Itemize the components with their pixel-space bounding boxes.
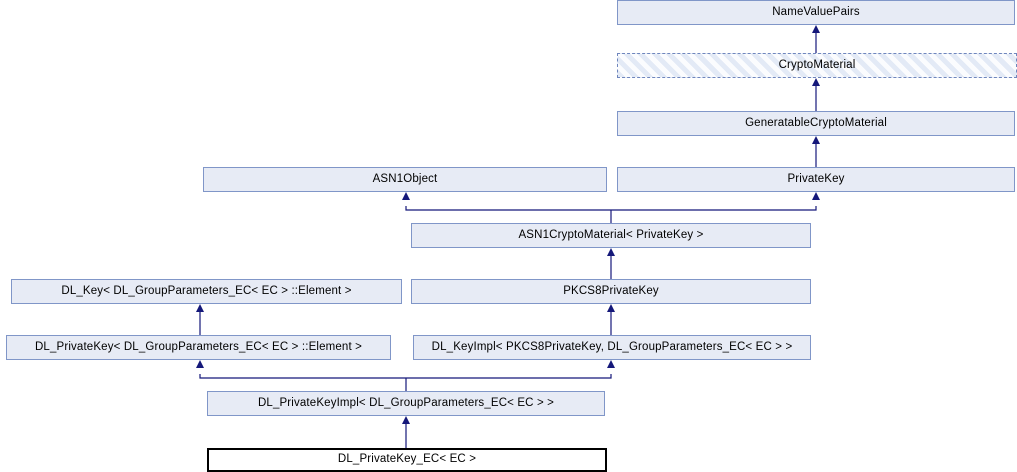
node-dl-keyimpl-pkcs8[interactable]: DL_KeyImpl< PKCS8PrivateKey, DL_GroupPar…	[413, 335, 811, 360]
node-label: ASN1Object	[372, 172, 438, 185]
arrowhead-privatekey	[812, 192, 820, 200]
node-pkcs8-private-key[interactable]: PKCS8PrivateKey	[411, 279, 811, 304]
arrowhead-dlkeyimpl	[607, 360, 615, 368]
arrowhead-pkcs8	[607, 304, 615, 312]
arrowhead-dlprivatekeyimpl	[402, 416, 410, 424]
arrowhead-asn1cryptomaterial	[607, 248, 615, 256]
arrowhead-generatable	[812, 136, 820, 144]
node-label: NameValuePairs	[772, 5, 860, 18]
edge-dlprivatekeyimpl-bus	[199, 374, 612, 379]
node-label: DL_PrivateKeyImpl< DL_GroupParameters_EC…	[257, 396, 555, 409]
arrowhead-cryptomaterial	[812, 78, 820, 86]
node-label: DL_Key< DL_GroupParameters_EC< EC > ::El…	[61, 284, 352, 297]
arrowhead-dlprivatekey-element	[196, 360, 204, 368]
node-label: ASN1CryptoMaterial< PrivateKey >	[518, 228, 704, 241]
node-label: DL_PrivateKey< DL_GroupParameters_EC< EC…	[34, 340, 363, 353]
node-private-key[interactable]: PrivateKey	[617, 167, 1015, 192]
arrowhead-namevaluepairs	[812, 25, 820, 33]
node-crypto-material[interactable]: CryptoMaterial	[617, 53, 1017, 78]
edge-asn1cryptomaterial-bus	[405, 206, 817, 211]
node-label: GeneratableCryptoMaterial	[745, 116, 887, 129]
node-label: PrivateKey	[787, 172, 845, 185]
node-label: DL_PrivateKey_EC< EC >	[337, 453, 477, 466]
node-label: DL_KeyImpl< PKCS8PrivateKey, DL_GroupPar…	[431, 340, 793, 353]
node-dl-privatekey-element[interactable]: DL_PrivateKey< DL_GroupParameters_EC< EC…	[6, 335, 391, 360]
arrowhead-asn1object	[402, 192, 410, 200]
node-asn1cryptomaterial-privatekey[interactable]: ASN1CryptoMaterial< PrivateKey >	[411, 223, 811, 248]
arrowhead-dlkey	[196, 304, 204, 312]
node-dl-key-element[interactable]: DL_Key< DL_GroupParameters_EC< EC > ::El…	[11, 279, 402, 304]
node-label: CryptoMaterial	[778, 58, 856, 71]
node-label: PKCS8PrivateKey	[563, 284, 659, 297]
node-dl-privatekeyimpl[interactable]: DL_PrivateKeyImpl< DL_GroupParameters_EC…	[207, 391, 605, 416]
node-asn1object[interactable]: ASN1Object	[203, 167, 607, 192]
node-dl-privatekey-ec[interactable]: DL_PrivateKey_EC< EC >	[207, 448, 607, 472]
node-name-value-pairs[interactable]: NameValuePairs	[617, 0, 1015, 25]
node-generatable-crypto-material[interactable]: GeneratableCryptoMaterial	[617, 111, 1015, 136]
